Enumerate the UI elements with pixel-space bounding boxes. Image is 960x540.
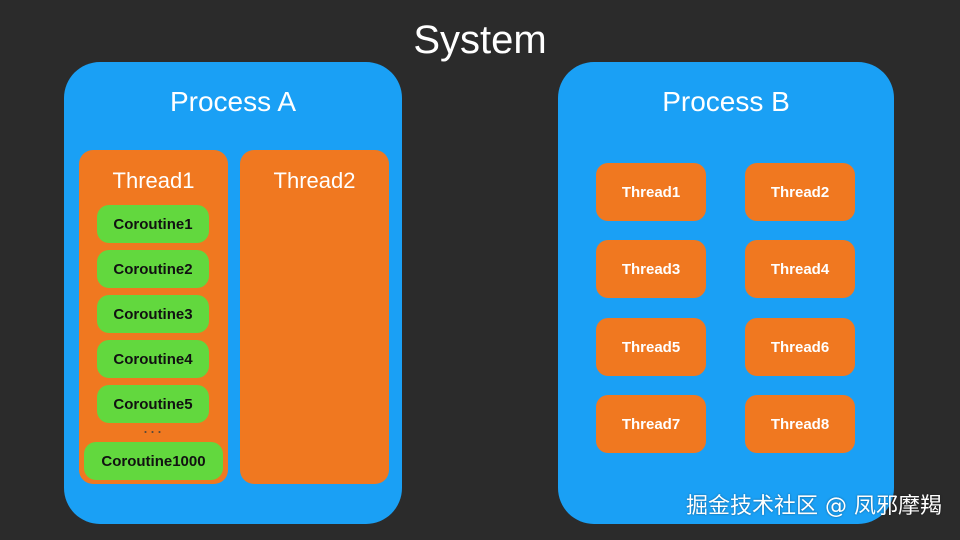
process-b-box: Process B Thread1 Thread2 Thread3 Thread… [558, 62, 894, 524]
coroutine-box-last: Coroutine1000 [84, 442, 223, 480]
coroutine-ellipsis: ... [142, 417, 164, 437]
process-a-thread2-label: Thread2 [273, 168, 356, 193]
process-b-thread-box: Thread1 [596, 163, 706, 221]
system-title: System [413, 18, 547, 62]
process-b-title: Process B [662, 86, 790, 117]
process-b-thread-box: Thread2 [745, 163, 855, 221]
process-b-thread-box: Thread7 [596, 395, 706, 453]
process-b-thread-box: Thread8 [745, 395, 855, 453]
process-b-thread-box: Thread3 [596, 240, 706, 298]
process-a-box: Process A Thread1 Coroutine1 Coroutine2 … [64, 62, 402, 524]
process-b-thread-box: Thread5 [596, 318, 706, 376]
coroutine-box: Coroutine1 [97, 205, 209, 243]
process-a-title: Process A [169, 86, 297, 117]
process-a-thread1-label: Thread1 [112, 168, 195, 193]
coroutine-box: Coroutine2 [97, 250, 209, 288]
process-b-thread-box: Thread6 [745, 318, 855, 376]
coroutine-box: Coroutine5 [97, 385, 209, 423]
coroutine-box: Coroutine4 [97, 340, 209, 378]
process-a-thread2-box: Thread2 [240, 150, 389, 484]
watermark-text: 掘金技术社区 @ 凤邪摩羯 [686, 494, 942, 519]
coroutine-box: Coroutine3 [97, 295, 209, 333]
process-a-thread1-box: Thread1 Coroutine1 Coroutine2 Coroutine3… [79, 150, 228, 484]
process-b-thread-box: Thread4 [745, 240, 855, 298]
